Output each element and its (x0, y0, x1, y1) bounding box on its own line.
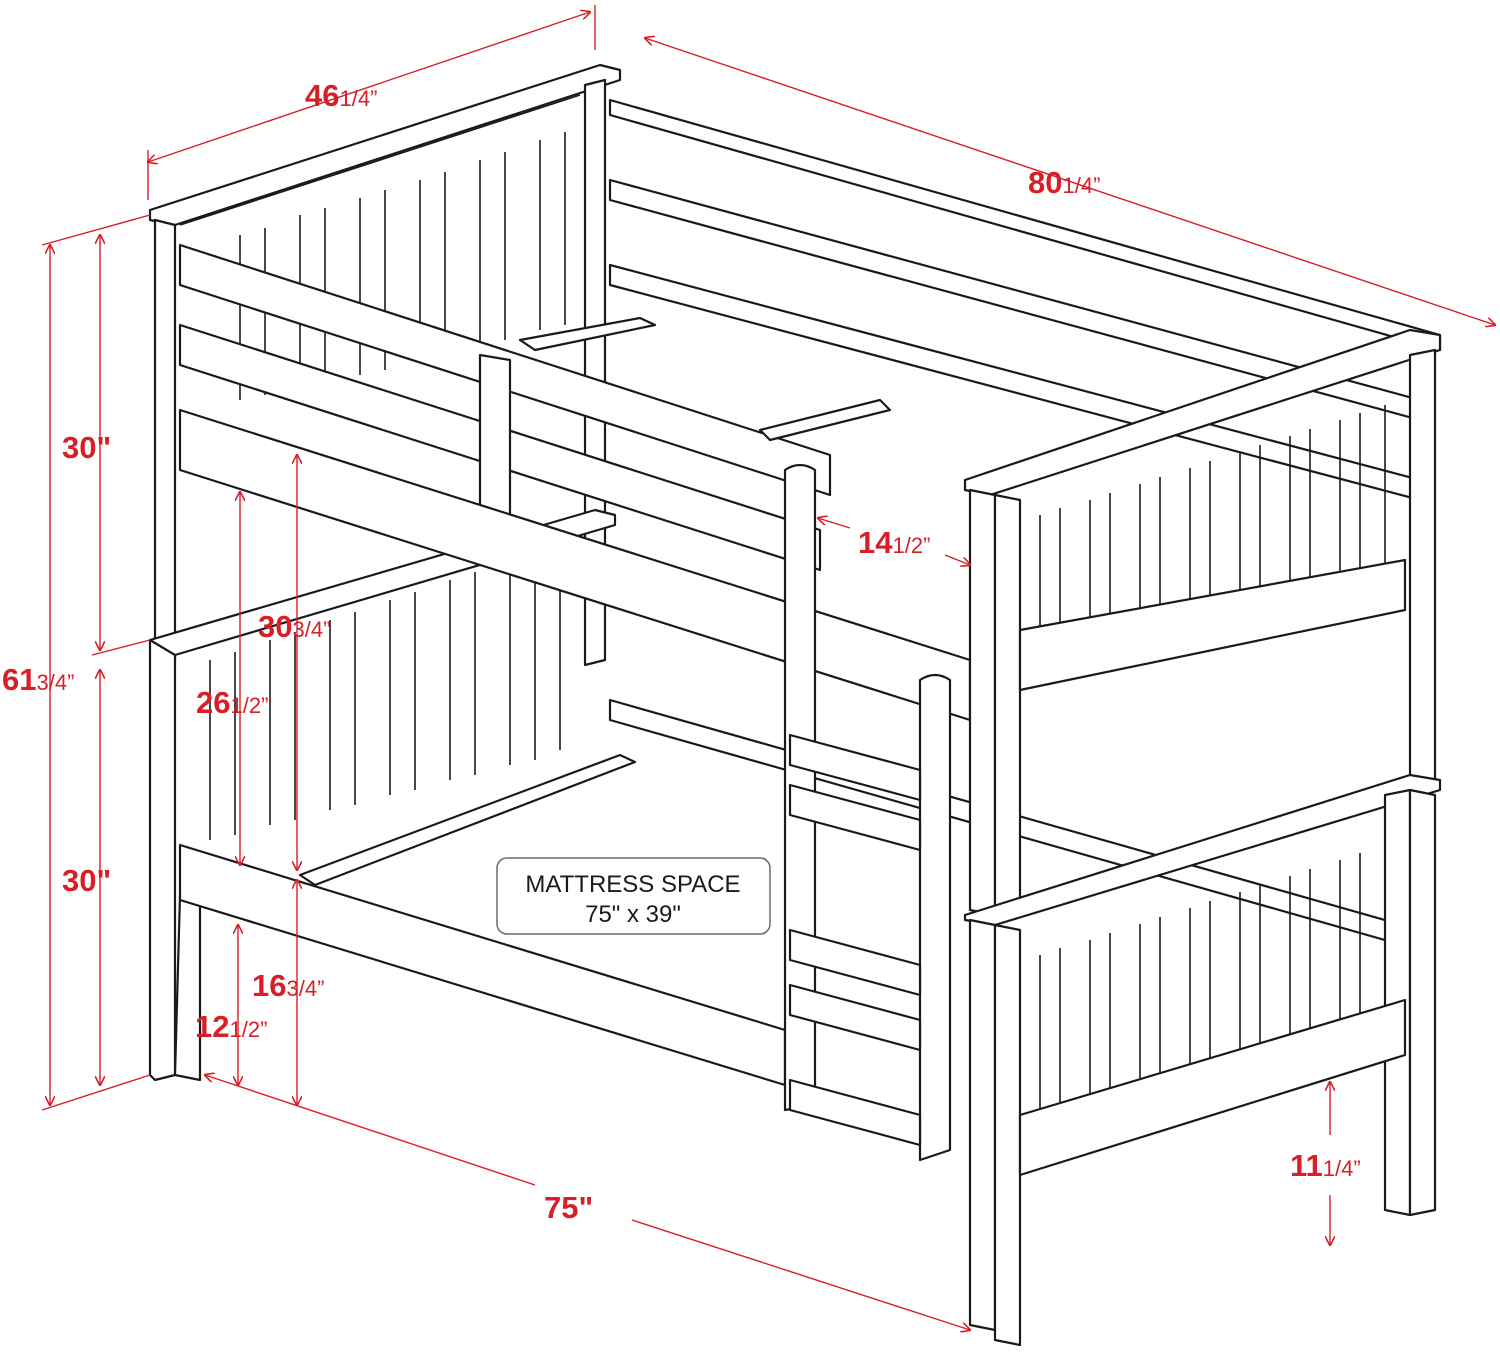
dimension-labels: 461/4” 801/4” 613/4” 30" 30" 303/4” 261/… (2, 78, 1361, 1225)
mattress-space-size: 75" x 39" (585, 901, 681, 928)
label-mattress-length: 75" (544, 1190, 593, 1225)
right-front-post-lower (968, 918, 997, 1332)
label-clearance-upper-rail: 303/4” (258, 609, 330, 644)
dim-line-ladder-a (818, 518, 851, 529)
bed-frame (148, 63, 1442, 1347)
right-front-post-side (993, 493, 1022, 917)
lower-footboard-cap (963, 773, 1442, 927)
footboard-top-cap (963, 328, 1442, 497)
ladder-right-rail (918, 673, 952, 1162)
dimension-lines (41, 5, 1495, 1330)
right-back-post-upper (1408, 348, 1437, 797)
left-front-post-upper (153, 218, 177, 662)
ladder-rungs (788, 733, 922, 1147)
label-overall-length: 801/4” (1028, 165, 1100, 200)
footboard-slats-lower (1039, 853, 1361, 1115)
upper-mattress-slats (518, 316, 892, 442)
right-front-leg (993, 923, 1022, 1347)
left-front-post-lower (148, 638, 177, 1082)
right-back-leg (1408, 788, 1437, 1217)
label-lower-rail-height: 163/4” (252, 968, 324, 1003)
dim-line-ladder-b (944, 554, 970, 565)
label-leg-clearance: 111/4” (1290, 1148, 1361, 1183)
dim-line-mattress-length-a (205, 1075, 536, 1186)
label-overall-height: 613/4” (2, 662, 74, 697)
lower-mattress-slats (298, 753, 637, 887)
footboard-lower-panel (1018, 998, 1407, 1177)
right-front-post-upper (968, 488, 997, 917)
label-overall-width: 461/4” (305, 78, 377, 113)
dim-line-width (148, 12, 590, 162)
label-clearance-under-bunk: 261/2” (196, 685, 268, 720)
dim-line-length (645, 38, 1495, 325)
dim-line-mattress-length-b (631, 1219, 970, 1330)
mattress-space-title: MATTRESS SPACE (525, 871, 740, 898)
footboard-upper-panel (1018, 558, 1407, 692)
left-leg (173, 893, 202, 1082)
label-ladder-opening: 141/2” (858, 525, 930, 560)
mattress-space-box: MATTRESS SPACE 75" x 39" (496, 857, 771, 935)
label-upper-section-height: 30" (62, 430, 111, 465)
label-lower-slat-height: 121/2” (195, 1009, 267, 1044)
label-lower-section-height: 30" (62, 863, 111, 898)
